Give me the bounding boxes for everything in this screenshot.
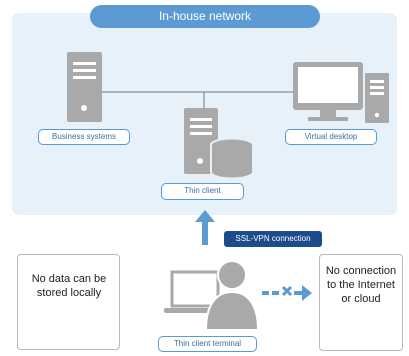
no-local-storage-box [17, 254, 120, 350]
thin-client-label: Thin client [161, 183, 244, 200]
ssl-vpn-label: SSL-VPN connection [224, 231, 322, 247]
blocked-connection-icon [262, 285, 312, 301]
business-server-icon [67, 52, 102, 122]
thin-client-server-icon [184, 108, 218, 174]
virtual-desktop-icon [293, 62, 391, 125]
network-title: In-house network [90, 5, 320, 28]
no-internet-box [319, 254, 403, 351]
virtual-desktop-label: Virtual desktop [285, 129, 377, 145]
business-systems-label: Business systems [38, 129, 130, 145]
database-icon [210, 137, 254, 180]
up-arrow-icon [195, 210, 215, 245]
no-internet-text: No connection to the Internet or cloud [325, 265, 397, 305]
no-local-storage-text: No data can be stored locally [31, 273, 107, 299]
laptop-icon [164, 270, 226, 313]
thin-client-terminal-label: Thin client terminal [158, 336, 257, 352]
user-icon [204, 260, 260, 331]
network-lines [85, 91, 300, 108]
